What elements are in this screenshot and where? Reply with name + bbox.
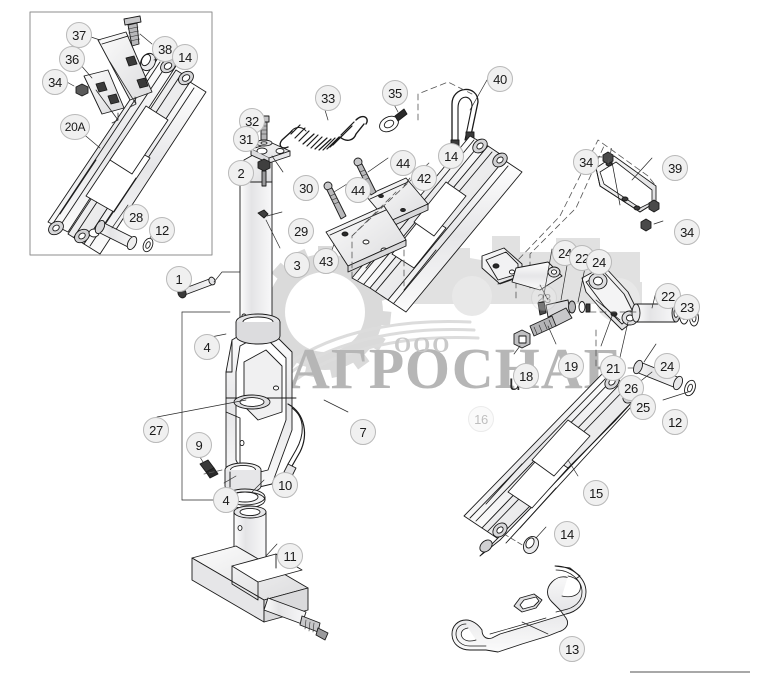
bolt-38	[123, 15, 142, 47]
callout-2-screw-tube[interactable]: 2	[228, 160, 254, 186]
callout-39-support-bracket[interactable]: 39	[662, 155, 688, 181]
washer-12-right	[684, 379, 696, 397]
svg-text:ООО: ООО	[394, 332, 451, 357]
callout-15-slide-rail[interactable]: 15	[583, 480, 609, 506]
callout-25-pin[interactable]: 25	[630, 394, 656, 420]
callout-35-eye-bolt[interactable]: 35	[382, 80, 408, 106]
callout-4-bushing[interactable]: 4	[194, 334, 220, 360]
callout-13-open-end-wrench[interactable]: 13	[559, 636, 585, 662]
washer-12-inset	[142, 237, 154, 253]
callout-36-mounting-plate-lower[interactable]: 36	[59, 46, 85, 72]
callout-11-jack-foot[interactable]: 11	[277, 543, 303, 569]
callout-7-handle-crank[interactable]: 7	[350, 419, 376, 445]
callout-33-extension-spring[interactable]: 33	[315, 85, 341, 111]
pin-28	[94, 220, 138, 250]
callout-12-washer[interactable]: 12	[662, 409, 688, 435]
callout-34-nut[interactable]: 34	[42, 69, 68, 95]
nuts-34-right	[602, 151, 660, 232]
screw-3	[257, 209, 269, 219]
nut-18	[513, 329, 531, 349]
footer-rule	[630, 671, 750, 673]
callout-10-thrust-washer[interactable]: 10	[272, 472, 298, 498]
callout-21-pivot-arm[interactable]: 21	[600, 355, 626, 381]
callout-34-nut[interactable]: 34	[573, 149, 599, 175]
bushing-14-rail	[523, 536, 539, 554]
bolt-19	[529, 307, 573, 337]
callout-14-bushing[interactable]: 14	[554, 521, 580, 547]
callout-12-washer[interactable]: 12	[149, 217, 175, 243]
callout-24-washer[interactable]: 24	[654, 353, 680, 379]
plate-37	[97, 31, 153, 101]
callout-16-bracket[interactable]: 16	[468, 406, 494, 432]
callout-18-nut[interactable]: 18	[513, 363, 539, 389]
callout-23-snap-ring[interactable]: 23	[674, 294, 700, 320]
nut-29	[257, 158, 271, 187]
callout-3-screw[interactable]: 3	[284, 252, 310, 278]
slide-rail-15	[463, 371, 639, 557]
callout-9-set-screw[interactable]: 9	[186, 432, 212, 458]
bushing-4-lower	[224, 462, 262, 494]
open-end-wrench-13	[451, 565, 587, 653]
callout-43-wear-strip[interactable]: 43	[313, 248, 339, 274]
callout-1-pin[interactable]: 1	[166, 266, 192, 292]
callout-24-washer[interactable]: 24	[586, 249, 612, 275]
extension-spring-33	[279, 115, 368, 151]
plate-36	[83, 69, 125, 115]
pivot-arm-21	[581, 265, 641, 331]
callout-23-snap-ring[interactable]: 23	[531, 285, 557, 311]
callout-27-jack-housing[interactable]: 27	[143, 417, 169, 443]
bolt-44-b	[323, 181, 347, 220]
nut-34-inset	[75, 83, 89, 97]
callout-34-nut[interactable]: 34	[674, 219, 700, 245]
callout-42-latch-plate[interactable]: 42	[411, 165, 437, 191]
callout-40-u-bolt[interactable]: 40	[487, 66, 513, 92]
callout-14-bushing[interactable]: 14	[438, 143, 464, 169]
callout-30-link-plate[interactable]: 30	[293, 175, 319, 201]
jack-foot-11	[191, 505, 329, 641]
wear-strip-43	[325, 205, 407, 273]
frame-rail-20A	[47, 57, 207, 255]
support-bracket-39	[595, 155, 657, 213]
callout-28-pin[interactable]: 28	[123, 204, 149, 230]
eye-bolt-35	[379, 108, 408, 133]
callout-31-washer[interactable]: 31	[233, 126, 259, 152]
bracket-16	[481, 247, 523, 285]
callout-20A-frame-rail-assembly[interactable]: 20A	[60, 114, 90, 140]
set-screw-9	[199, 459, 219, 479]
callout-19-bolt[interactable]: 19	[558, 353, 584, 379]
callout-29-nut[interactable]: 29	[288, 218, 314, 244]
callout-14-bushing[interactable]: 14	[172, 44, 198, 70]
callout-44-bolt[interactable]: 44	[345, 177, 371, 203]
callout-4-bushing[interactable]: 4	[213, 487, 239, 513]
jack-housing-27	[225, 313, 297, 493]
callout-37-mounting-plate-upper[interactable]: 37	[66, 22, 92, 48]
